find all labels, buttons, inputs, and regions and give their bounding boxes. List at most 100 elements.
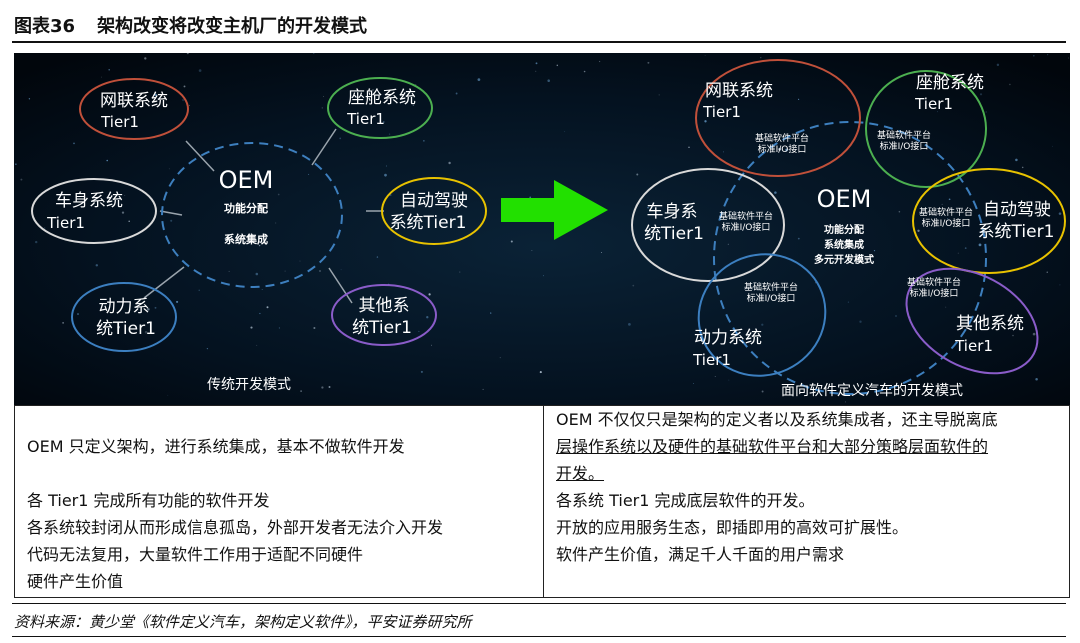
star [20, 178, 23, 181]
traditional-line-2: 各 Tier1 完成所有功能的软件开发 [27, 491, 270, 510]
star [256, 344, 258, 346]
star [714, 376, 716, 377]
star [847, 301, 850, 303]
star [785, 148, 788, 152]
star [228, 270, 230, 272]
star [128, 220, 130, 223]
right-node-powertrain-l1: 动力系统 [694, 328, 762, 348]
star [704, 120, 707, 123]
star [761, 323, 764, 326]
star [490, 312, 492, 314]
traditional-line-4: 代码无法复用，大量软件工作用于适配不同硬件 [27, 545, 364, 564]
star [431, 344, 432, 346]
star [727, 243, 729, 245]
star [1035, 378, 1038, 381]
left-node-powertrain-l2: 统Tier1 [96, 319, 156, 339]
star [1052, 145, 1054, 147]
right-node-body-p1: 基础软件平台 [719, 210, 773, 222]
star [859, 320, 862, 323]
star [937, 111, 938, 113]
star [979, 93, 983, 96]
star [321, 107, 323, 109]
star [598, 60, 601, 63]
star [62, 322, 64, 324]
right-node-powertrain-l2: Tier1 [692, 351, 731, 369]
star [73, 142, 75, 145]
left-oem-title: OEM [219, 166, 274, 194]
star [898, 210, 901, 213]
star [941, 203, 943, 205]
star [206, 347, 209, 350]
right-node-other-l1: 其他系统 [956, 314, 1024, 334]
star [259, 312, 261, 315]
star [601, 252, 603, 254]
star [426, 316, 429, 319]
right-node-other-p2: 标准I/O接口 [910, 287, 959, 299]
star [328, 386, 331, 388]
left-node-connected-l2: Tier1 [100, 113, 139, 131]
star [797, 237, 800, 240]
software-defined-column: OEM 不仅仅只是架构的定义者以及系统集成者，还主导脱离底 层操作系统以及硬件的… [543, 406, 1069, 597]
star [535, 62, 538, 65]
star [275, 222, 277, 224]
star [1015, 158, 1018, 162]
star [1046, 271, 1048, 273]
star [529, 196, 532, 199]
diagram-background [14, 53, 1070, 405]
left-node-connected: 网联系统 Tier1 [79, 78, 189, 140]
left-node-cockpit-l2: Tier1 [346, 110, 385, 128]
star [117, 325, 120, 329]
sdv-line-3: 开发。 [556, 464, 605, 483]
star [535, 70, 537, 72]
star [964, 247, 967, 249]
star [448, 161, 451, 165]
star [147, 308, 150, 311]
star-field [15, 53, 1069, 403]
right-node-connected: 网联系统 Tier1 基础软件平台 标准I/O接口 [695, 59, 861, 177]
left-node-body-l1: 车身系统 [55, 191, 123, 211]
star [418, 330, 420, 332]
star [688, 146, 690, 148]
star [693, 383, 694, 384]
left-node-connected-l1: 网联系统 [100, 91, 168, 111]
star [531, 249, 533, 251]
right-node-cockpit-p1: 基础软件平台 [877, 129, 931, 141]
star [423, 140, 425, 142]
star [313, 326, 316, 330]
star [186, 53, 189, 55]
star [385, 165, 387, 167]
left-node-other-l2: 统Tier1 [352, 318, 412, 338]
star [1021, 166, 1024, 169]
right-caption: 面向软件定义汽车的开发模式 [781, 382, 963, 399]
right-node-body-p2: 标准I/O接口 [722, 221, 771, 233]
star [985, 111, 987, 113]
star [376, 256, 379, 258]
star [636, 173, 639, 176]
left-node-adas-l2: 系统Tier1 [390, 213, 467, 233]
right-node-adas-p1: 基础软件平台 [919, 206, 973, 218]
star [583, 70, 586, 73]
star [843, 202, 846, 205]
star [183, 85, 186, 88]
sdv-line-4: 各系统 Tier1 完成底层软件的开发。 [556, 491, 815, 510]
star [198, 289, 200, 291]
star [258, 244, 261, 247]
star [547, 79, 550, 82]
star [957, 252, 959, 254]
star [95, 264, 99, 267]
right-node-other-p1: 基础软件平台 [907, 276, 961, 288]
right-node-connected-p2: 标准I/O接口 [758, 143, 807, 155]
left-node-powertrain: 动力系 统Tier1 [71, 282, 177, 352]
star [319, 270, 321, 272]
star [1047, 54, 1049, 56]
star [774, 191, 777, 194]
right-node-cockpit: 座舱系统 Tier1 基础软件平台 标准I/O接口 [865, 70, 987, 188]
star [1033, 54, 1035, 57]
star [255, 272, 259, 276]
right-node-connected-l2: Tier1 [702, 103, 741, 121]
star [167, 394, 169, 396]
right-node-body-l2: 统Tier1 [644, 224, 704, 244]
right-oem-line3: 多元开发模式 [814, 253, 874, 266]
traditional-column: OEM 只定义架构，进行系统集成，基本不做软件开发 各 Tier1 完成所有功能… [15, 406, 543, 597]
star [101, 76, 102, 78]
